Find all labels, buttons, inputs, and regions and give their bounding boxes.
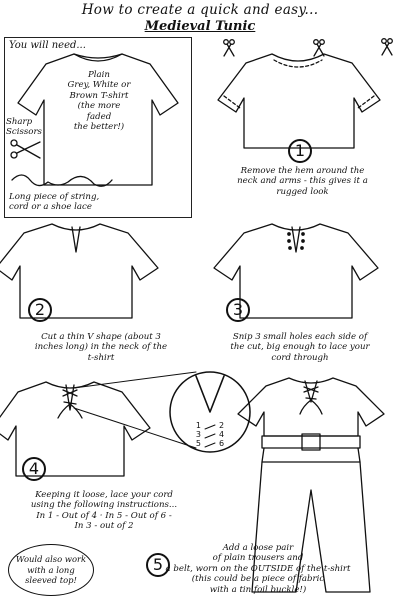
lacing-diagram [169,371,251,453]
string-icon [11,174,113,187]
tshirt-step4-illustration [0,381,151,477]
note-text: Would also work with a long sleeved top! [16,554,86,585]
text-line: the cut, big enough to lace your [230,342,370,353]
scissors-label: Sharp Scissors [6,117,42,138]
lacing-labels-left: 1 3 5 [191,421,201,448]
text-line: with a tin foil buckle!) [209,584,307,595]
text-line: Brown T-shirt [69,90,129,101]
text-line: t-shirt [87,352,115,363]
step-5-number: 5 [146,553,170,577]
title-line-1: How to create a quick and easy... [81,2,319,18]
text-line: a belt, worn on the OUTSIDE of the t-shi… [165,563,351,574]
step-3-number: 3 [226,298,250,322]
text-line: the better!) [73,122,125,133]
text-line: In 3 - out of 2 [74,521,134,532]
step-3-text: Snip 3 small holes each side of the cut,… [200,332,400,363]
step-2-text: Cut a thin V shape (about 3 inches long)… [6,332,196,363]
step-2-number: 2 [28,298,52,322]
step-5-text: Add a loose pair of plain trousers and a… [160,543,356,595]
outfit-step5-illustration [237,377,385,593]
text-line: Remove the hem around the [240,166,365,176]
note-bubble: Would also work with a long sleeved top! [8,544,94,596]
step-1-text: Remove the hem around the neck and arms … [205,166,400,197]
text-line: Grey, White or [67,80,131,91]
text-line: Sharp [6,117,33,127]
step-1-number: 1 [288,139,312,163]
tshirt-step1-illustration [217,53,381,149]
step-4-number: 4 [22,457,46,481]
text-line: Plain [88,70,110,80]
text-line: Would also work [15,554,87,565]
string-label: Long piece of string, cord or a shoe lac… [9,192,99,213]
text-line: using the following instructions... [30,500,178,511]
step-4-text: Keeping it loose, lace your cord using t… [4,490,204,532]
scissors-icon [10,139,41,159]
tshirt-step2-illustration [0,223,159,319]
lacing-label: 6 [219,439,225,448]
text-line: Keeping it loose, lace your cord [35,490,173,500]
lacing-label: 1 [195,421,201,430]
text-line: Long piece of string, [9,192,100,202]
scissors-icon [313,39,325,57]
text-line: cord or a shoe lace [9,202,92,213]
tshirt-description: Plain Grey, White or Brown T-shirt (the … [66,70,132,132]
text-line: of plain trousers and [212,553,304,564]
lacing-label: 3 [195,430,201,439]
lacing-label: 5 [195,439,201,448]
text-line: sleeved top! [25,575,77,586]
text-line: Add a loose pair [222,543,294,553]
text-line: Snip 3 small holes each side of [232,332,368,342]
text-line: Scissors [6,127,42,138]
text-line: cord through [271,352,329,363]
text-line: neck and arms - this gives it a [237,176,368,187]
materials-heading: You will need... [9,40,86,51]
tshirt-materials-illustration [17,53,179,186]
scissors-icon [381,38,393,56]
text-line: inches long) in the neck of the [34,342,168,353]
scissors-icon [223,39,235,57]
text-line: (this could be a piece of fabric [191,574,325,585]
page-title: Medieval Tunic [144,19,256,34]
text-line: (the more faded [77,101,121,122]
text-line: rugged look [276,186,329,197]
lacing-labels-right: 2 4 6 [219,421,229,448]
text-line: with a long [27,564,75,575]
lacing-label: 2 [219,421,225,430]
text-line: Cut a thin V shape (about 3 [41,332,161,342]
lacing-label: 4 [219,430,225,439]
materials-box [4,37,192,218]
text-line: In 1 - Out of 4 · In 5 - Out of 6 - [36,510,172,521]
tshirt-step3-illustration [213,223,379,319]
